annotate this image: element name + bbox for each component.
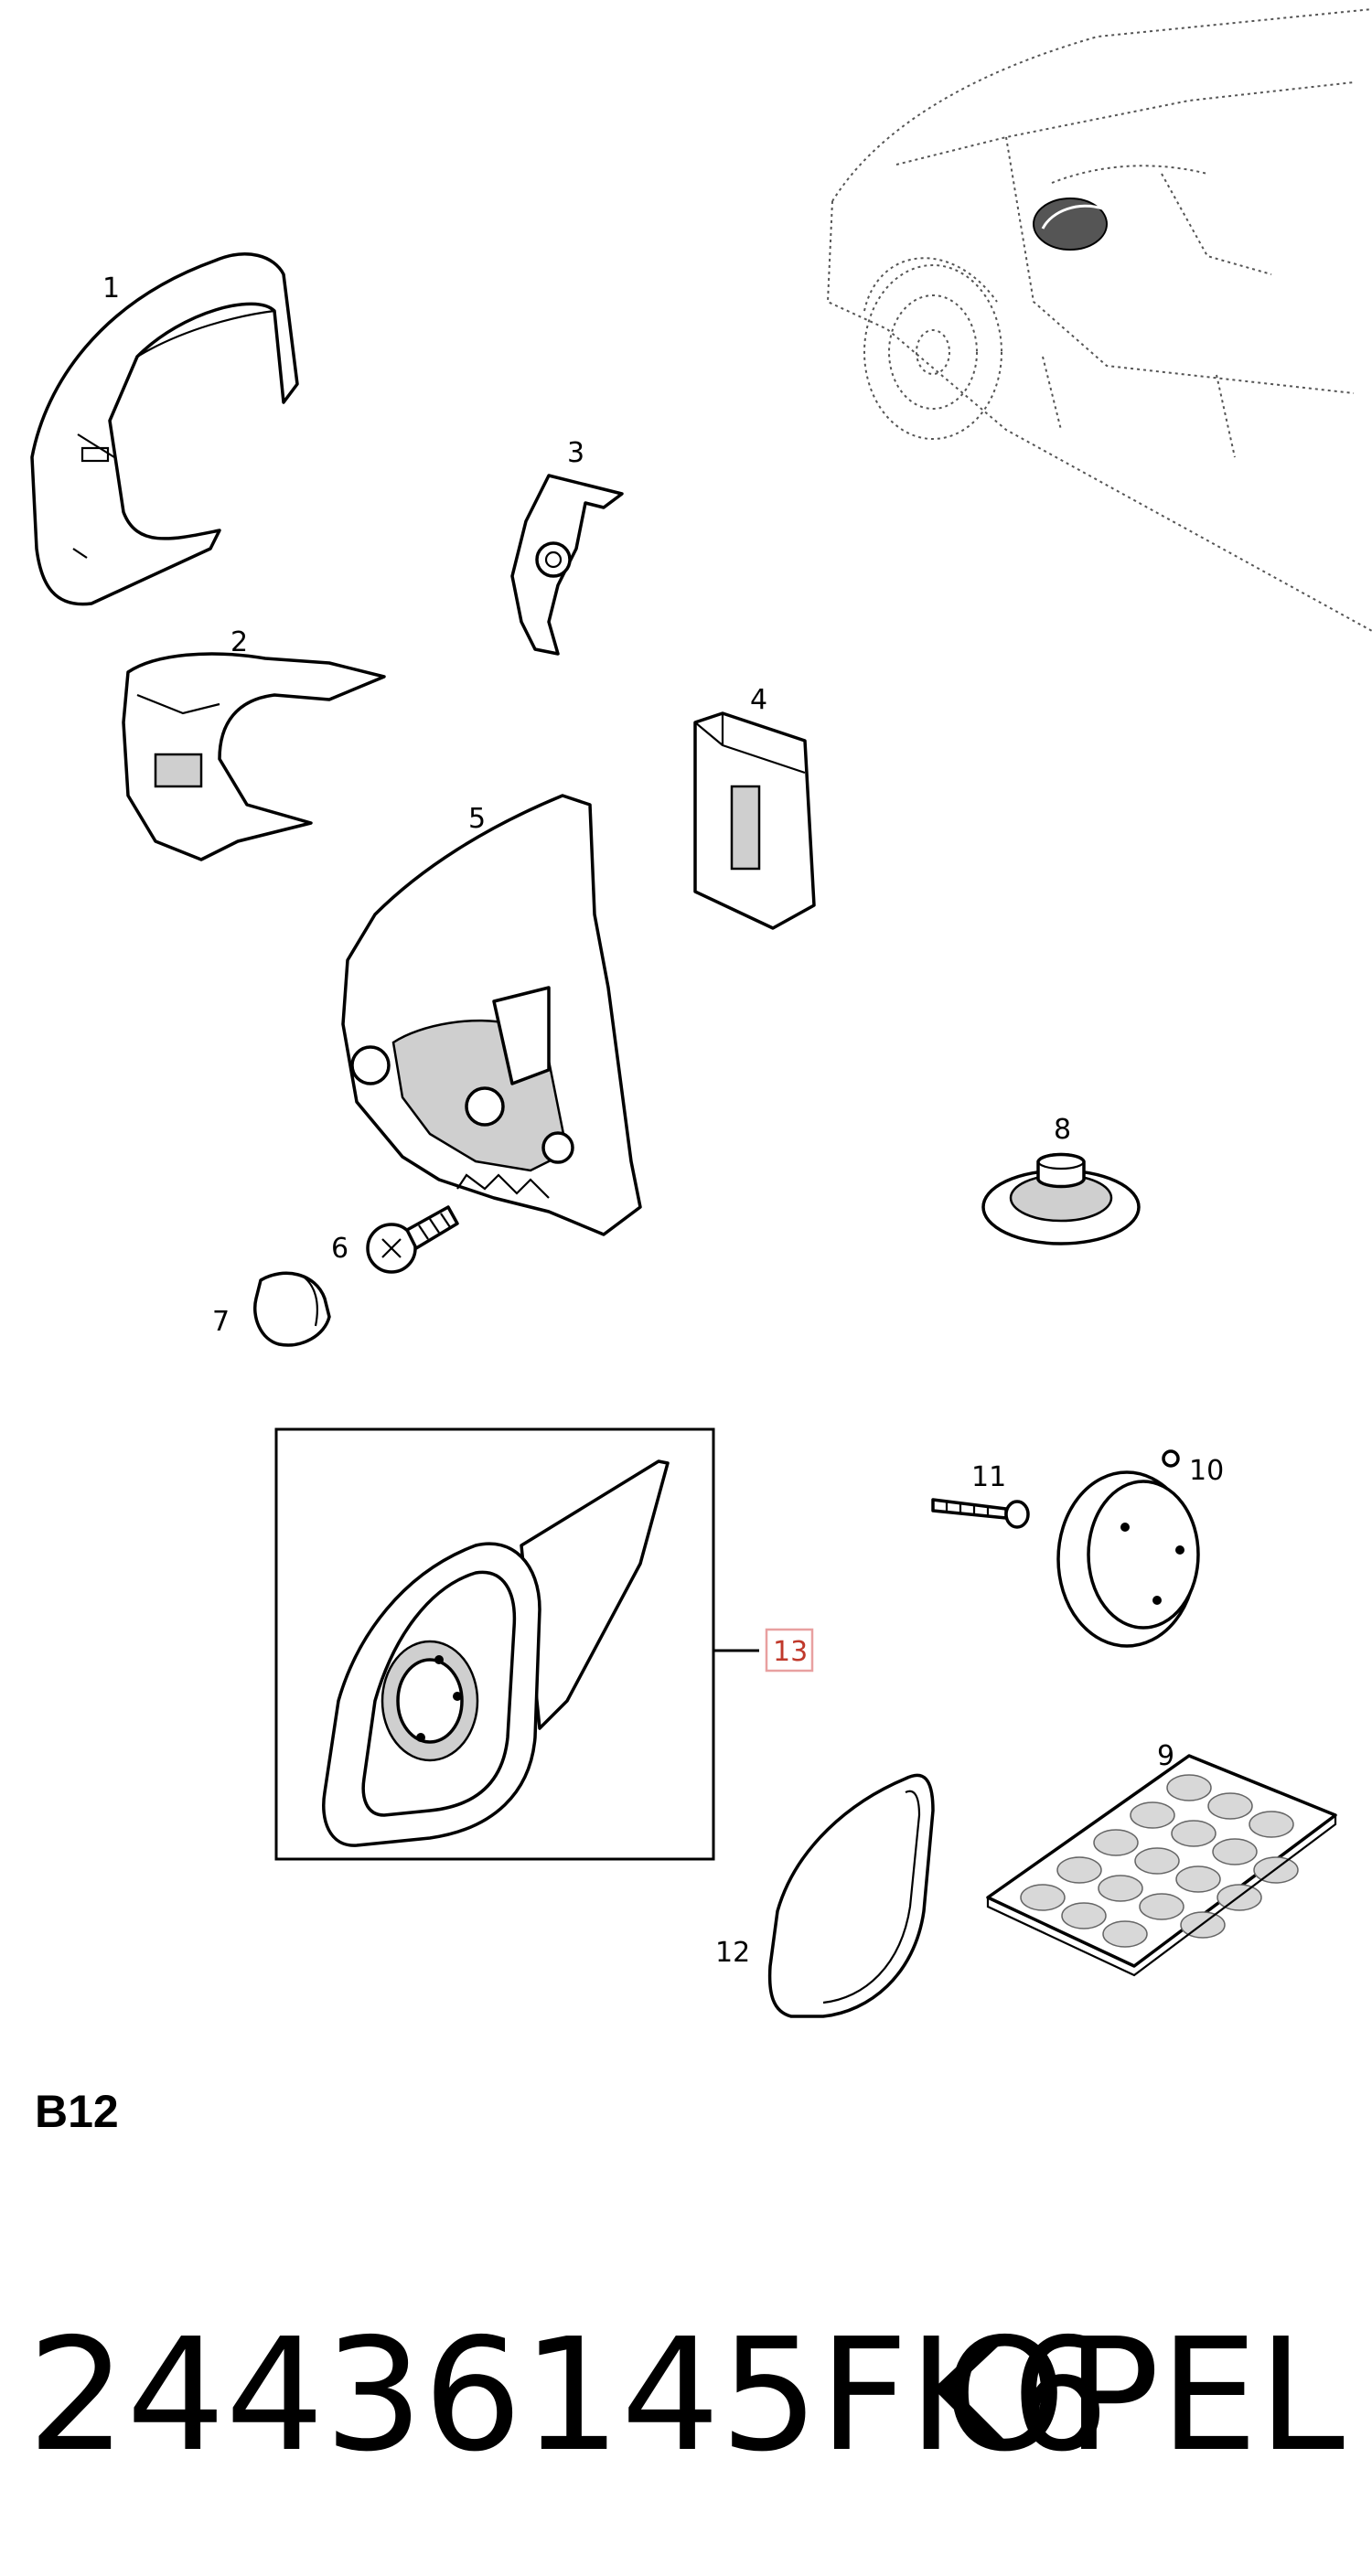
callout-3: 3 (567, 437, 584, 469)
callout-13: 13 (773, 1636, 808, 1668)
callout-1: 1 (102, 273, 120, 305)
part-1-mirror-cover (30, 252, 299, 606)
part-9-adhesive-sheet (986, 1754, 1337, 1977)
part-11-screw (931, 1498, 1030, 1529)
part-5-mirror-base (341, 794, 642, 1236)
callout-4: 4 (750, 684, 767, 716)
part-number: 24436145FK6 (27, 2305, 1109, 2486)
exploded-parts-diagram: 1 2 3 4 5 6 7 (30, 8, 1372, 2018)
callout-2: 2 (230, 626, 248, 658)
callout-6: 6 (331, 1233, 348, 1265)
part-7-cap (253, 1271, 331, 1347)
part-13-mirror-assembly (322, 1459, 670, 1847)
part-4-pad (693, 711, 816, 930)
footer: 24436145FK6 OPEL (27, 2314, 1345, 2478)
callout-10: 10 (1189, 1455, 1224, 1487)
callout-9: 9 (1157, 1740, 1174, 1772)
group-code: B12 (35, 2086, 119, 2137)
part-12-mirror-glass (767, 1773, 935, 2018)
car-illustration (826, 8, 1372, 632)
callout-5: 5 (468, 803, 486, 835)
brand-name: OPEL (943, 2305, 1345, 2486)
part-8-grommet (981, 1152, 1141, 1245)
part-10-motor (1056, 1449, 1200, 1648)
part-3-clip (510, 474, 624, 656)
callout-13-box (765, 1628, 814, 1673)
part-6-screw (366, 1205, 459, 1274)
callout-11: 11 (971, 1461, 1006, 1493)
part-13-frame (274, 1427, 715, 1861)
callout-7: 7 (212, 1306, 230, 1338)
part-2-bracket (122, 652, 386, 861)
callout-8: 8 (1054, 1114, 1071, 1146)
callout-12: 12 (715, 1937, 750, 1969)
